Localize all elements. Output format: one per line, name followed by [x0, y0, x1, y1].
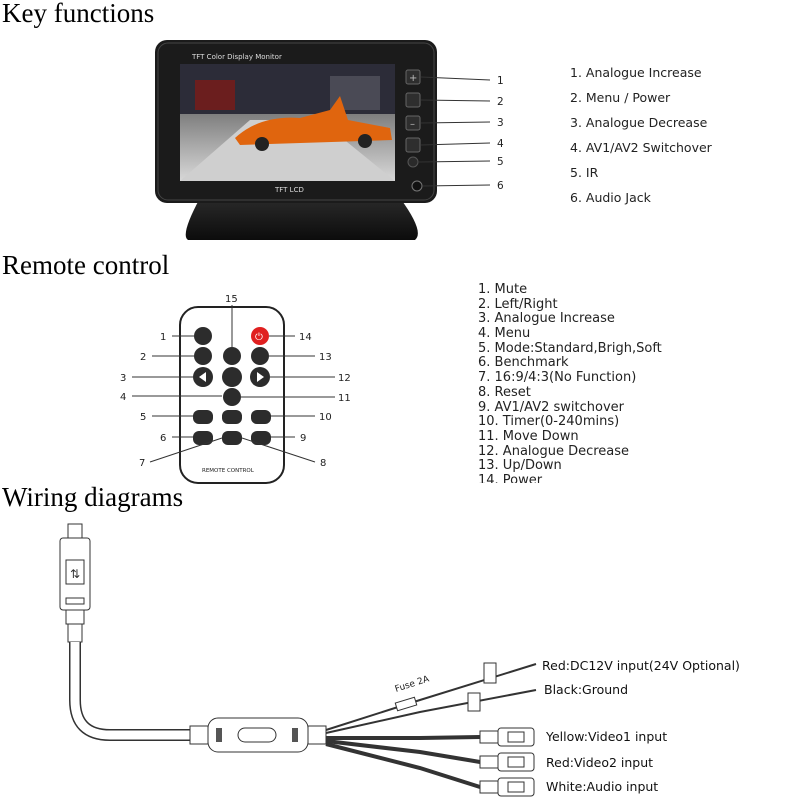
callout-2: 2 — [497, 96, 504, 108]
reset-button[interactable] — [222, 431, 242, 445]
up-down-button[interactable] — [251, 347, 269, 365]
remote-function-item: 3. Analogue Increase — [478, 311, 615, 327]
remote-callout-lines — [132, 305, 335, 463]
remote-function-item: 1. Mute — [478, 283, 528, 297]
mode-button[interactable] — [193, 410, 213, 424]
red-power-label: Red:DC12V input(24V Optional) — [542, 658, 740, 673]
remote-callout-1: 1 — [160, 332, 166, 343]
increase-key[interactable] — [405, 69, 421, 85]
remote-callout-6: 6 — [160, 433, 166, 444]
fuse-holder — [394, 696, 418, 712]
yellow-video1-label: Yellow:Video1 input — [545, 729, 667, 744]
remote-function-item: 14. Power — [478, 472, 543, 483]
key-function-item: 4. AV1/AV2 Switchover — [570, 140, 712, 155]
remote-control: ⏻ REMOTE CONTROL — [120, 294, 351, 484]
fuse-label: Fuse 2A — [394, 674, 432, 695]
left-arrow-icon — [199, 372, 206, 382]
menu-power-key[interactable] — [405, 92, 421, 108]
key-functions-list: 1. Analogue Increase 2. Menu / Power 3. … — [570, 64, 712, 214]
remote-function-item: 12. Analogue Decrease — [478, 443, 630, 459]
remote-callout-9: 9 — [300, 433, 306, 444]
right-arrow-icon — [257, 372, 264, 382]
remote-callout-8: 8 — [320, 458, 326, 469]
rca-cables — [325, 735, 481, 789]
white-audio-label: White:Audio input — [546, 779, 658, 794]
remote-function-item: 6. Benchmark — [478, 355, 569, 371]
car-image — [235, 96, 392, 151]
ir-sensor — [407, 156, 419, 168]
remote-callout-13: 13 — [319, 352, 332, 363]
monitor-stand — [185, 198, 418, 240]
wiring-diagrams-heading: Wiring diagrams — [2, 482, 184, 512]
key-function-item: 2. Menu / Power — [570, 90, 671, 105]
timer-button[interactable] — [251, 410, 271, 424]
power-tag — [483, 662, 497, 684]
monitor-callout-lines — [418, 76, 491, 187]
monitor-brand-text: TFT Color Display Monitor — [191, 53, 282, 61]
down-arrow-button[interactable] — [223, 388, 241, 406]
power-button[interactable] — [251, 327, 269, 345]
wiring-diagram: ⇅ Fuse 2A — [59, 523, 740, 797]
aspect-button[interactable] — [193, 431, 213, 445]
av-switch-key[interactable] — [405, 137, 421, 153]
av-switch-button[interactable] — [251, 431, 271, 445]
decrease-key[interactable] — [405, 115, 421, 131]
remote-function-item: 4. Menu — [478, 326, 531, 342]
callout-3: 3 — [497, 117, 504, 129]
remote-callout-7: 7 — [139, 458, 145, 469]
remote-callout-2: 2 — [140, 352, 146, 363]
callout-5: 5 — [497, 156, 504, 168]
key-function-item: 5. IR — [570, 165, 599, 180]
ground-tag — [467, 692, 481, 712]
remote-control-heading: Remote control — [2, 250, 170, 280]
minus-icon: – — [410, 119, 415, 130]
remote-callout-14: 14 — [299, 332, 312, 343]
callout-4: 4 — [497, 138, 504, 150]
key-function-item: 3. Analogue Decrease — [570, 115, 708, 130]
red-video2-label: Red:Video2 input — [546, 755, 653, 770]
black-ground-wire — [325, 689, 537, 734]
up-arrow-button[interactable] — [223, 347, 241, 365]
remote-function-item: 13. Up/Down — [478, 458, 562, 474]
remote-callout-10: 10 — [319, 412, 332, 423]
remote-function-item: 9. AV1/AV2 switchover — [478, 399, 624, 415]
mute-button[interactable] — [194, 327, 212, 345]
remote-function-item: 2. Left/Right — [478, 296, 558, 312]
remote-function-item: 7. 16:9/4:3(No Function) — [478, 370, 637, 386]
remote-function-item: 11. Move Down — [478, 428, 579, 444]
audio-jack — [411, 180, 423, 192]
power-icon: ⏻ — [255, 332, 263, 343]
menu-button[interactable] — [222, 367, 242, 387]
remote-callout-4: 4 — [120, 392, 126, 403]
callout-6: 6 — [497, 180, 504, 192]
remote-label: REMOTE CONTROL — [202, 468, 255, 474]
remote-callout-11: 11 — [338, 393, 351, 404]
key-function-item: 1. Analogue Increase — [570, 65, 702, 80]
callout-1: 1 — [497, 75, 504, 87]
remote-functions-list: 1. Mute 2. Left/Right 3. Analogue Increa… — [478, 283, 662, 483]
up-down-arrows-icon: ⇅ — [70, 567, 80, 581]
monitor-bezel-label: TFT LCD — [274, 186, 304, 194]
black-ground-label: Black:Ground — [544, 682, 628, 697]
monitor: TFT Color Display Monitor TFT LCD + – — [155, 40, 504, 240]
key-function-item: 6. Audio Jack — [570, 190, 651, 205]
remote-callout-15: 15 — [225, 294, 238, 305]
key-functions-heading: Key functions — [2, 0, 155, 28]
rca-plugs — [479, 727, 535, 797]
remote-callout-3: 3 — [120, 373, 126, 384]
plus-icon: + — [409, 73, 417, 84]
connector-pins — [67, 523, 83, 539]
remote-callout-5: 5 — [140, 412, 146, 423]
remote-callout-12: 12 — [338, 373, 351, 384]
remote-function-item: 5. Mode:Standard,Brigh,Soft — [478, 340, 662, 356]
main-cable — [69, 642, 205, 741]
left-right-button[interactable] — [194, 347, 212, 365]
remote-function-item: 8. Reset — [478, 384, 531, 400]
remote-function-item: 10. Timer(0-240mins) — [478, 414, 620, 430]
benchmark-button[interactable] — [222, 410, 242, 424]
red-power-wire — [325, 663, 537, 731]
